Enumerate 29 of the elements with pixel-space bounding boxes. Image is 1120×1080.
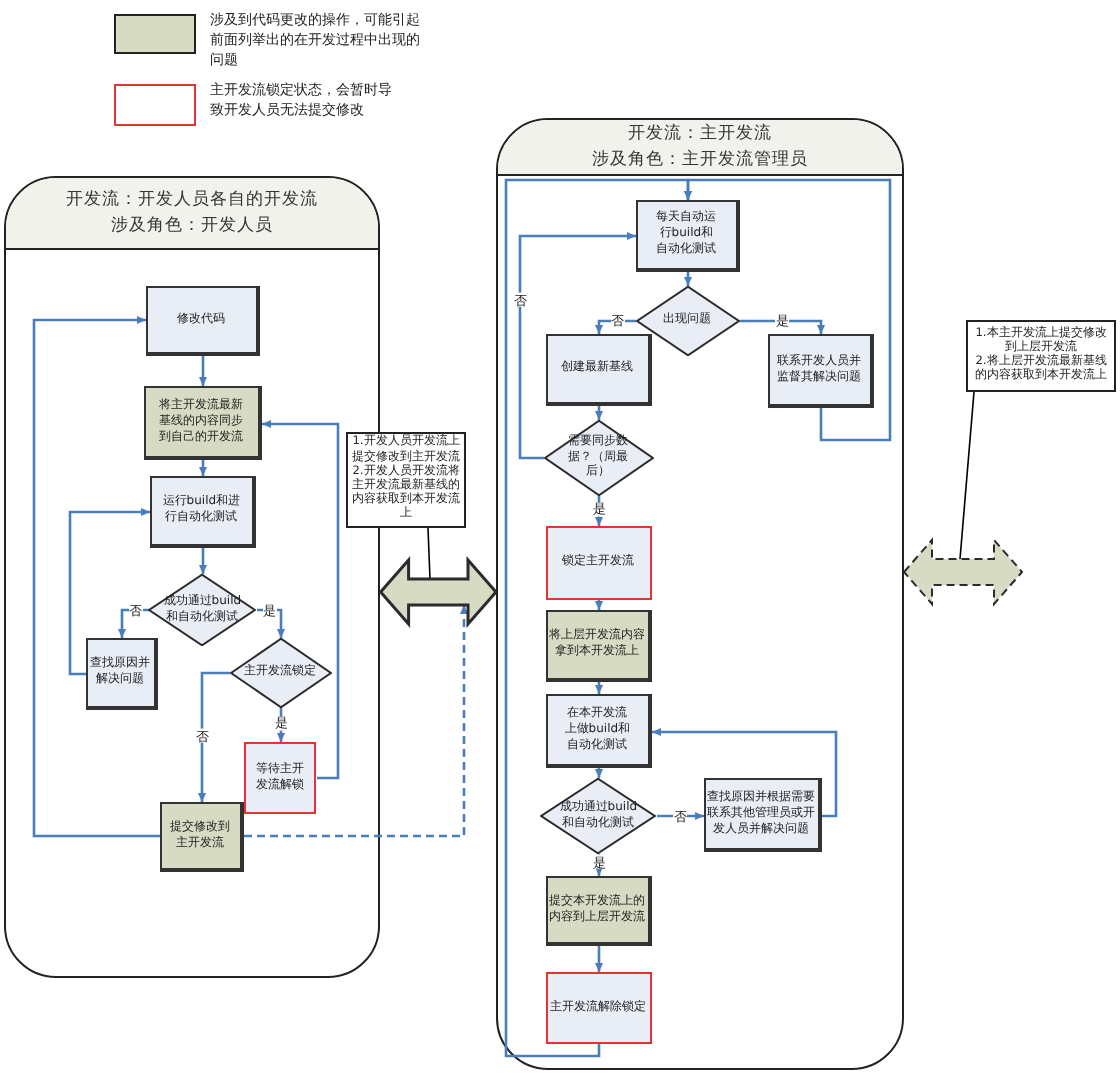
- arrow: [594, 600, 604, 610]
- arrow: [117, 608, 149, 638]
- arrow: [32, 315, 160, 838]
- arrow: [262, 419, 340, 780]
- arrow: [244, 605, 469, 838]
- double-arrow: [378, 556, 498, 628]
- panel-title: 开发流：主开发流: [626, 122, 774, 148]
- arrow: [198, 548, 208, 574]
- panel-title: 开发流：开发人员各自的开发流: [64, 188, 320, 214]
- arrow: [198, 356, 208, 386]
- arrow: [594, 406, 604, 420]
- arrow: [197, 671, 230, 802]
- arrow: [518, 231, 636, 460]
- role-label: 涉及角色：开发人员: [109, 214, 275, 240]
- arrow: [740, 319, 826, 334]
- swimlane-panel: [496, 118, 904, 1070]
- role-label: 涉及角色：主开发流管理员: [590, 148, 810, 174]
- arrow: [504, 178, 693, 1058]
- arrow: [594, 682, 604, 694]
- arrow: [594, 946, 604, 972]
- arrow: [683, 178, 892, 442]
- arrow: [594, 768, 604, 778]
- double-arrow: [902, 537, 1024, 607]
- arrow: [652, 727, 838, 818]
- arrow: [683, 272, 693, 286]
- arrow: [198, 460, 208, 476]
- leader-line: [427, 527, 431, 580]
- arrow: [68, 507, 150, 676]
- leader-line: [959, 391, 975, 560]
